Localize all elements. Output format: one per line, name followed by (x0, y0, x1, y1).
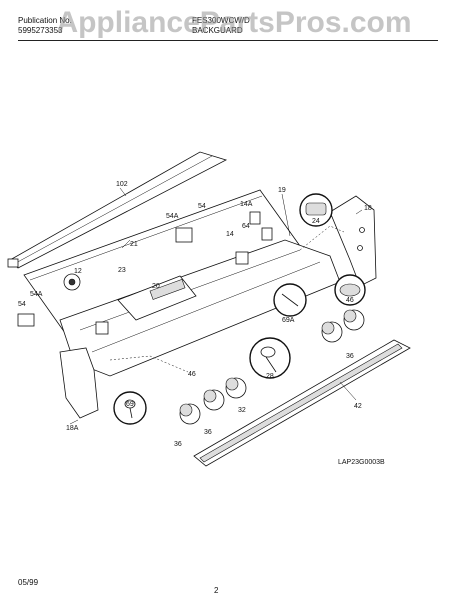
switch-14-lower (95, 321, 109, 335)
part-label: 12 (74, 268, 82, 275)
part-label: 36 (174, 441, 182, 448)
trim-strip-102 (7, 151, 228, 269)
leader-42 (339, 381, 357, 401)
part-label: 54A (166, 213, 179, 220)
part-label: 69 (126, 401, 134, 408)
leader-18a (69, 419, 79, 425)
switch-14a (249, 211, 261, 225)
part-label: 14 (226, 231, 234, 238)
clock-timer-20 (117, 275, 197, 321)
part-label: 24 (312, 218, 320, 225)
detail-circle-28 (249, 337, 291, 379)
page-number: 2 (214, 586, 219, 595)
detail-circle-69 (113, 391, 147, 425)
wire-lower (109, 355, 189, 373)
part-label: 18 (364, 205, 372, 212)
detail-circle-24 (299, 193, 333, 227)
part-label: 54 (18, 301, 26, 308)
part-label: 54A (30, 291, 43, 298)
part-label: 14A (240, 201, 253, 208)
drawing-code: LAP23G0003B (338, 459, 385, 466)
thermostat-12 (63, 273, 81, 291)
end-cap-18a (59, 347, 99, 419)
end-bracket-18 (329, 195, 377, 287)
part-label: 21 (130, 241, 138, 248)
detail-circle-69a (273, 283, 307, 317)
part-label: 36 (204, 429, 212, 436)
part-label: 46 (188, 371, 196, 378)
part-label: 32 (238, 407, 246, 414)
part-label: 36 (346, 353, 354, 360)
part-label: 20 (152, 283, 160, 290)
part-label: 69A (282, 317, 295, 324)
part-label: 18A (66, 425, 79, 432)
model-number: FES300WCW/D (192, 16, 250, 25)
part-label: 42 (354, 403, 362, 410)
publication-label: Publication No. (18, 16, 72, 25)
switch-54-top (175, 227, 193, 243)
watermark: AppliancePartsPros.com (56, 6, 412, 39)
knob-group (179, 309, 365, 425)
footer-date: 05/99 (18, 578, 39, 587)
header-rule (18, 40, 438, 41)
part-label: 64 (242, 223, 250, 230)
wire-harness (299, 225, 345, 251)
leader-19 (281, 193, 291, 237)
switch-54-left (17, 313, 35, 327)
manifold-panel-42 (193, 339, 411, 467)
part-label: 28 (266, 373, 274, 380)
leader-18 (355, 209, 363, 215)
switch-64 (261, 227, 273, 241)
part-label: 54 (198, 203, 206, 210)
part-label: 19 (278, 187, 286, 194)
switch-14 (235, 251, 249, 265)
detail-circle-46 (334, 274, 366, 306)
part-label: 102 (116, 181, 128, 188)
publication-number: 5995273353 (18, 26, 63, 35)
section-title: BACKGUARD (192, 26, 243, 35)
part-label: 23 (118, 267, 126, 274)
leader-21 (121, 239, 131, 249)
part-label: 46 (346, 297, 354, 304)
leader-102 (119, 187, 127, 197)
